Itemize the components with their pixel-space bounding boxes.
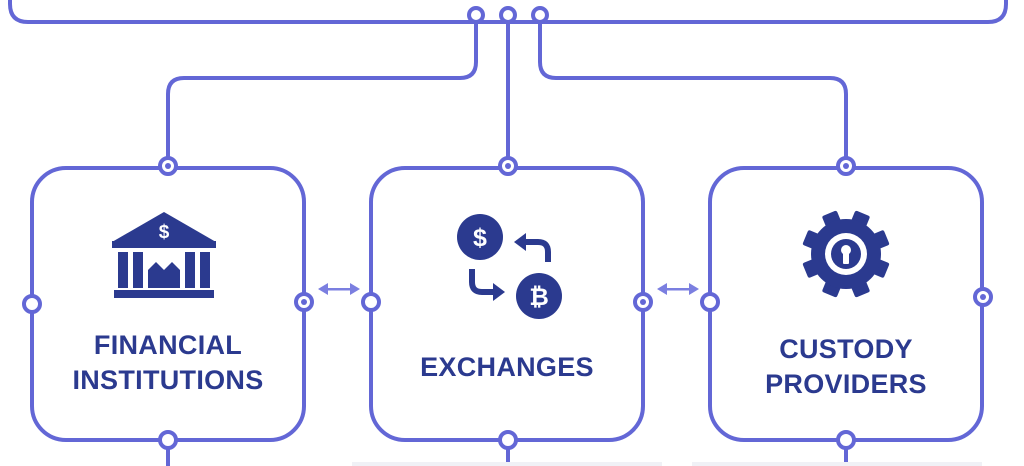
hub-node-left xyxy=(467,6,485,24)
custody-providers-label: CUSTODY PROVIDERS xyxy=(710,332,982,402)
bottom-strip-left xyxy=(352,462,662,466)
bottom-strip-right xyxy=(692,462,982,466)
side-node-custody-left xyxy=(700,292,720,312)
currency-exchange-icon: $ ₿ xyxy=(457,214,562,319)
side-node-financial-left xyxy=(22,294,42,314)
card-financial-institutions xyxy=(30,166,306,442)
svg-text:$: $ xyxy=(473,224,487,252)
connector-hub-to-custody xyxy=(538,22,848,166)
hub-node-center xyxy=(499,6,517,24)
side-node-custody-right xyxy=(973,287,993,307)
side-node-exchanges-left xyxy=(361,292,381,312)
custody-providers-label-line-2: PROVIDERS xyxy=(765,369,927,399)
connector-hub-to-financial xyxy=(166,22,478,166)
card-top-node-custody xyxy=(836,156,856,176)
side-node-financial-right xyxy=(294,292,314,312)
double-arrow-exchanges-custody xyxy=(657,283,699,295)
card-exchanges xyxy=(369,166,645,442)
financial-institutions-label-line-1: FINANCIAL xyxy=(93,330,243,360)
double-arrow-financial-exchanges xyxy=(318,283,360,295)
bank-icon: $ xyxy=(112,212,216,298)
gear-keyhole-icon xyxy=(802,210,890,298)
financial-institutions-label-line-2: INSTITUTIONS xyxy=(72,365,264,395)
card-top-node-exchanges xyxy=(498,156,518,176)
financial-institutions-label: FINANCIAL INSTITUTIONS xyxy=(32,328,304,398)
card-top-node-financial xyxy=(158,156,178,176)
custody-providers-label-line-1: CUSTODY xyxy=(779,334,913,364)
side-node-exchanges-right xyxy=(633,292,653,312)
exchanges-label-line-1: EXCHANGES xyxy=(420,352,594,382)
card-bottom-node-exchanges xyxy=(498,430,518,450)
exchanges-label: EXCHANGES xyxy=(371,350,643,385)
svg-text:₿: ₿ xyxy=(529,284,549,311)
card-bottom-node-financial xyxy=(158,430,178,450)
hub-node-right xyxy=(531,6,549,24)
svg-text:$: $ xyxy=(159,222,170,243)
card-bottom-node-custody xyxy=(836,430,856,450)
